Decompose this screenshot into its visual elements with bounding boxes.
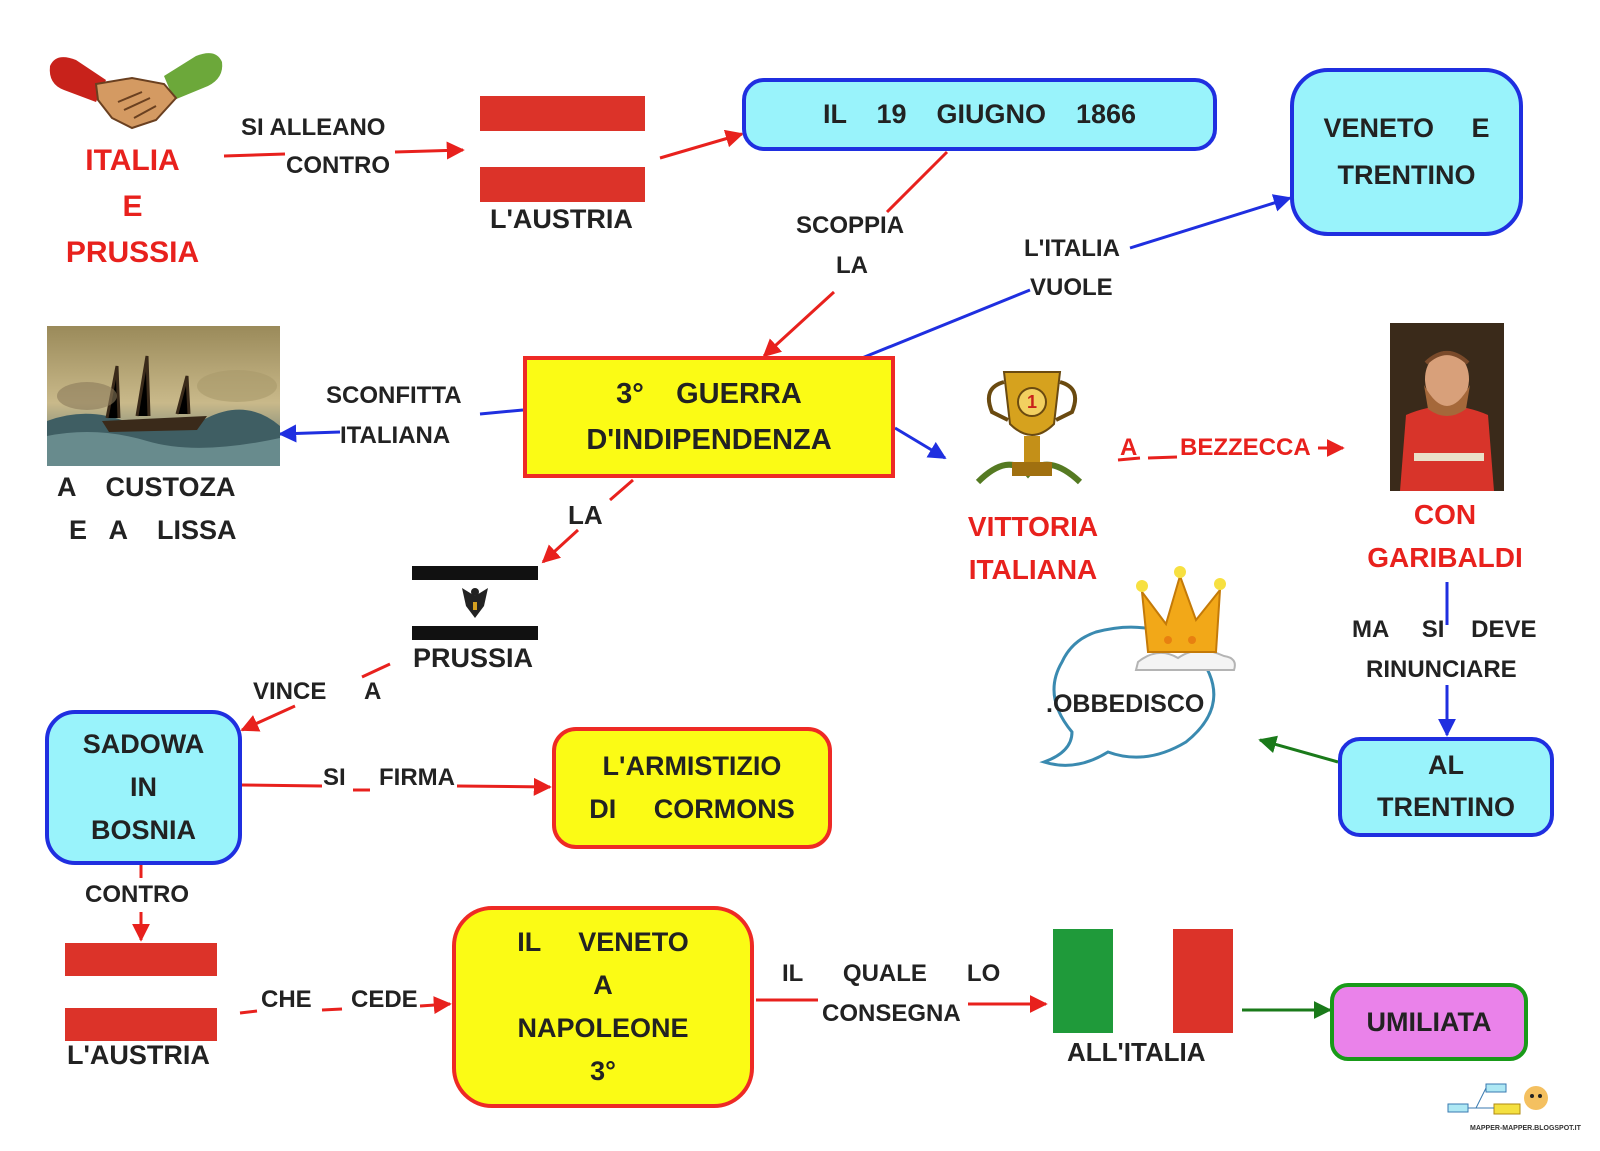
link-ma-si-deve: MA SI DEVE xyxy=(1352,616,1537,643)
link-vince: VINCE xyxy=(253,678,327,705)
node-armistizio: L'ARMISTIZIO DI CORMONS xyxy=(552,727,832,849)
link-a-2: A xyxy=(364,678,382,705)
node-custoza: A CUSTOZA xyxy=(57,472,236,502)
arrow-prussia-sadowa xyxy=(361,662,391,679)
arrow-guerra-custoza-2 xyxy=(278,424,341,443)
naval-battle-painting xyxy=(47,326,280,466)
node-veneto-napoleone: IL VENETO A NAPOLEONE 3° xyxy=(452,906,754,1108)
link-si: SI xyxy=(323,764,346,791)
garibaldi-portrait xyxy=(1390,323,1504,491)
arrow-guerra-custoza xyxy=(479,408,524,416)
node-umiliata: UMILIATA xyxy=(1330,983,1528,1061)
node-austria-bottom: L'AUSTRIA xyxy=(67,1040,210,1070)
link-contro-2: CONTRO xyxy=(85,881,189,908)
link-l-italia: L'ITALIA xyxy=(1024,235,1120,262)
link-a-1: A xyxy=(1120,434,1138,461)
link-si-alleano: SI ALLEANO xyxy=(241,114,386,141)
watermark-text: MAPPER-MAPPER.BLOGSPOT.IT xyxy=(1470,1125,1581,1132)
link-italiana: ITALIANA xyxy=(340,422,451,449)
link-consegna: CONSEGNA xyxy=(822,1000,961,1027)
arrow-alleanza-2 xyxy=(394,141,465,160)
node-al-trentino: AL TRENTINO xyxy=(1338,737,1554,837)
arrow-alleanza xyxy=(223,152,286,158)
arrow-austria-veneto xyxy=(239,1009,258,1015)
node-obbedisco: .OBBEDISCO xyxy=(1046,690,1205,718)
link-vuole: VUOLE xyxy=(1030,274,1113,301)
node-all-italia: ALL'ITALIA xyxy=(1067,1037,1206,1067)
arrow-guerra-veneto xyxy=(861,288,1031,360)
link-scoppia: SCOPPIA xyxy=(796,212,905,239)
node-veneto-trentino: VENETO E TRENTINO xyxy=(1290,68,1523,236)
arrow-guerra-prussia-2 xyxy=(541,528,580,564)
node-prussia: PRUSSIA xyxy=(413,643,534,673)
austria-flag-2-stripe-top xyxy=(65,943,217,976)
arrow-austria-date xyxy=(659,129,744,160)
link-firma: FIRMA xyxy=(379,764,455,791)
arrow-austria-veneto-mid xyxy=(321,1007,343,1012)
arrow-vittoria-garibaldi xyxy=(1117,456,1141,462)
trophy-icon: 1 xyxy=(975,371,1083,485)
austria-flag-2-stripe-bottom xyxy=(65,1008,217,1041)
handshake-icon xyxy=(49,53,223,130)
arrow-prussia-sadowa-2 xyxy=(240,704,296,732)
umiliata-text: UMILIATA xyxy=(1366,1006,1492,1037)
arrow-vittoria-garibaldi-mid xyxy=(1147,455,1178,460)
arrow-date-guerra xyxy=(885,150,949,214)
link-che: CHE xyxy=(261,986,312,1013)
austria-flag-stripe-bottom xyxy=(480,167,645,202)
node-garibaldi: CON GARIBALDI xyxy=(1367,499,1523,573)
crown-icon xyxy=(1134,566,1236,671)
arrow-guerra-prussia xyxy=(609,478,634,502)
prussian-flag-icon xyxy=(412,566,538,640)
link-sconfitta: SCONFITTA xyxy=(326,382,462,409)
node-lissa: E A LISSA xyxy=(69,515,237,545)
arrow-sadowa-armistizio xyxy=(241,783,323,788)
link-rinunciare: RINUNCIARE xyxy=(1366,656,1517,683)
node-sadowa: SADOWA IN BOSNIA xyxy=(45,710,242,865)
node-date: IL 19 GIUGNO 1866 xyxy=(742,78,1217,151)
mapper-logo-icon xyxy=(1447,1083,1548,1115)
node-italia-prussia: ITALIA E PRUSSIA xyxy=(65,144,200,269)
arrow-guerra-vittoria xyxy=(894,426,947,460)
italian-flag-icon xyxy=(1053,929,1233,1033)
date-text: IL 19 GIUGNO 1866 xyxy=(822,99,1137,129)
arrow-austria-veneto-2 xyxy=(419,996,452,1015)
link-contro-1: CONTRO xyxy=(286,152,390,179)
node-austria-top: L'AUSTRIA xyxy=(490,204,633,234)
link-la-2: LA xyxy=(568,500,603,530)
arrow-guerra-veneto-2 xyxy=(1129,194,1292,250)
node-guerra: 3° GUERRA D'INDIPENDENZA xyxy=(523,356,895,478)
arrow-trentino-obbedisco xyxy=(1258,735,1339,764)
svg-text:1: 1 xyxy=(1027,392,1037,412)
link-cede: CEDE xyxy=(351,986,418,1013)
link-bezzecca: BEZZECCA xyxy=(1180,434,1311,461)
austria-flag-stripe-top xyxy=(480,96,645,131)
node-vittoria: VITTORIA ITALIANA xyxy=(967,511,1099,585)
link-il-quale-lo: IL QUALE LO xyxy=(782,960,1001,987)
link-la-1: LA xyxy=(836,252,868,279)
arrow-sadowa-armistizio-2 xyxy=(456,777,552,796)
arrow-date-guerra-2 xyxy=(762,290,836,358)
